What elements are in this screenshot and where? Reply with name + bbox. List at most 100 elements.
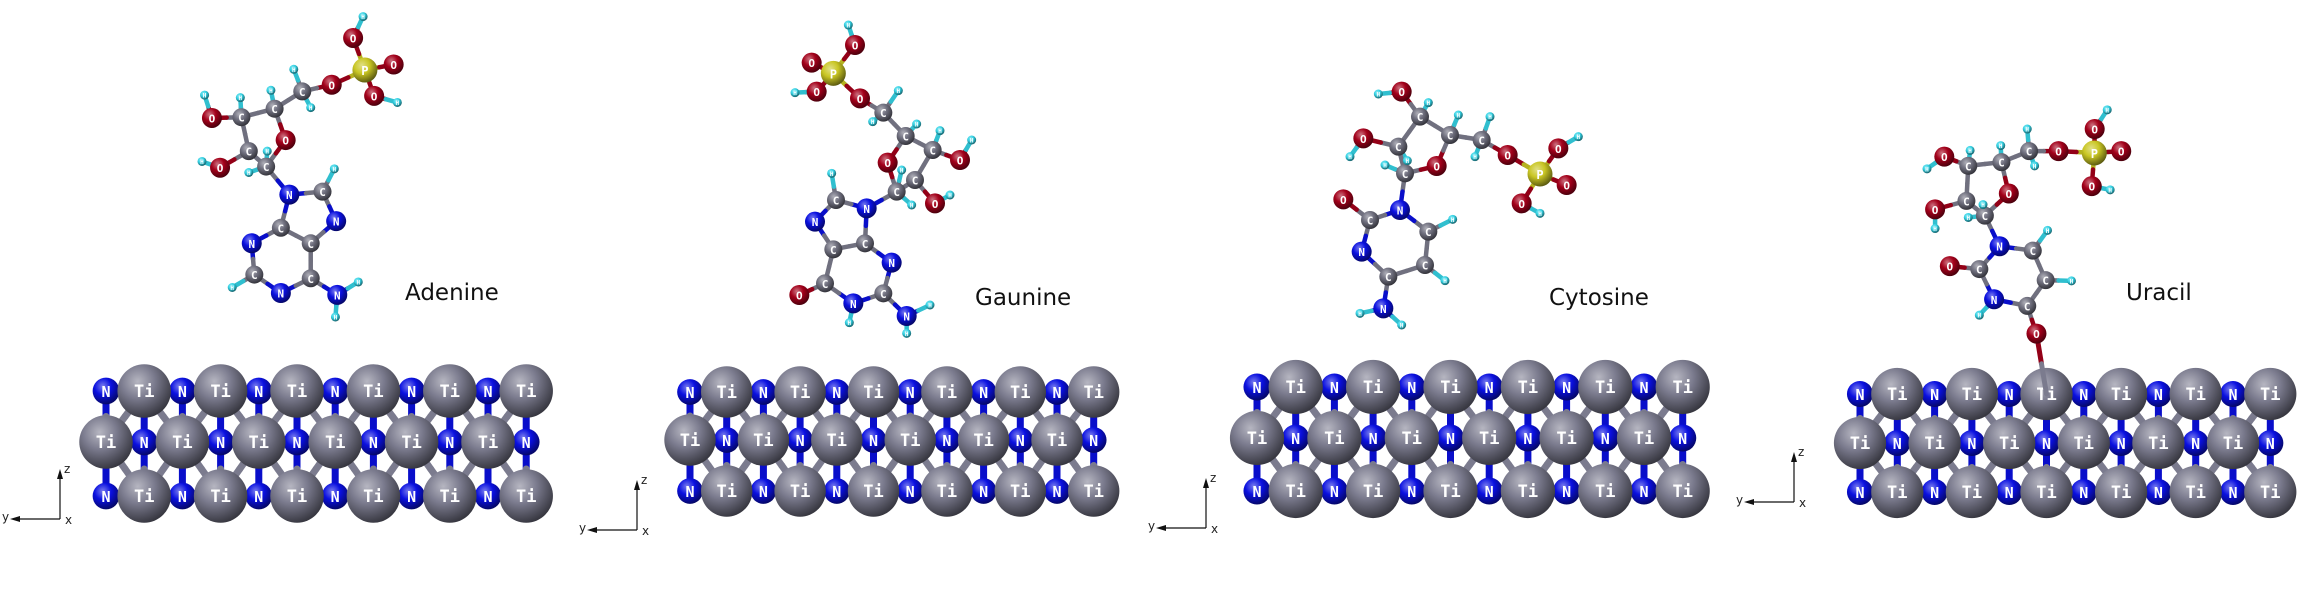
atom-sphere [1655,359,1710,415]
atom-sphere [847,366,900,418]
atom-sphere [1402,156,1412,166]
atom-ti: Ti [1833,416,1887,470]
atom-ti: Ti [774,465,826,517]
atom-sphere [1453,110,1463,120]
atom-ti: Ti [1655,463,1710,519]
atom-ti: Ti [1229,410,1285,466]
atom-sphere [1419,222,1438,241]
atom-ti: Ti [737,414,790,466]
atom-sphere [474,377,502,405]
atom-symbol: H [1473,154,1477,161]
atom-symbol: N [2154,386,2163,404]
molecule-name-label: Uracil [2126,280,2192,306]
atom-sphere [245,482,273,510]
atom-symbol: Ti [1887,483,1907,503]
atom-symbol: C [1976,264,1983,277]
atom-sphere [1511,193,1532,214]
atom-sphere [2102,105,2112,115]
atom-symbol: N [248,238,255,251]
atom-c: C [2023,241,2042,260]
atom-symbol: Ti [2111,483,2131,503]
atom-sphere [1462,410,1517,466]
atom-o: O [1353,128,1374,149]
atom-ti: Ti [2169,465,2222,519]
atom-ti: Ti [346,364,401,418]
atom-h: H [2066,276,2076,286]
atom-h: H [2030,161,2040,171]
atom-symbol: Ti [1672,482,1692,502]
atom-n: N [1436,424,1465,452]
atom-symbol: H [2033,163,2037,170]
atom-ti: Ti [1945,465,1999,519]
atom-h: H [935,126,945,136]
atom-sphere [2132,416,2185,470]
atom-sphere [398,482,425,510]
atom-sphere [2145,380,2172,408]
atom-symbol: O [1555,143,1562,156]
atom-o: O [877,152,898,173]
atom-o: O [343,27,364,48]
atom-c: C [1411,107,1429,126]
atom-symbol: N [832,483,841,501]
atom-c: C [301,234,320,253]
atom-n: N [207,428,234,456]
atom-h: H [893,86,903,96]
atom-sphere [461,415,515,469]
atom-symbol: H [1999,143,2003,150]
atom-sphere [423,364,477,418]
atom-sphere [1963,212,1973,222]
atom-sphere [193,364,248,418]
atom-sphere [1939,256,1960,277]
atom-sphere [327,284,348,305]
atom-sphere [423,469,477,523]
atom-n: N [1884,429,1911,457]
atom-ti: Ti [346,469,401,523]
atom-symbol: N [101,383,110,401]
atom-c: C [816,274,834,293]
atom-symbol: N [1562,379,1571,397]
atom-ti: Ti [774,366,826,418]
atom-o: O [801,52,822,73]
atom-symbol: N [1967,435,1976,453]
atom-sphere [499,364,553,418]
atom-symbol: N [407,488,416,506]
molecule-bonds [1341,89,1581,328]
atom-n: N [860,427,887,453]
atom-n: N [279,184,300,205]
atom-c: C [301,269,320,288]
atom-c: C [1396,164,1414,183]
atom-symbol: N [522,434,531,452]
atom-n: N [92,482,120,510]
atom-symbol: C [1963,195,1970,208]
z-axis-label: z [1798,445,1804,459]
atom-symbol: H [200,159,204,166]
atom-sphere [713,427,740,453]
atom-n: N [2033,429,2060,457]
atom-sphere [1475,477,1503,505]
atom-sphere [436,428,464,456]
atom-symbol: H [2046,228,2050,235]
atom-n: N [130,428,158,456]
atom-sphere [874,284,893,303]
atom-symbol: Ti [134,382,154,402]
atom-h: H [227,283,237,293]
atom-c: C [1361,211,1379,229]
atom-sphere [262,146,272,156]
atom-c: C [906,171,924,189]
atom-sphere [1616,410,1672,466]
atom-symbol: O [852,40,859,53]
atom-symbol: N [1291,430,1300,448]
atom-symbol: Ti [1595,378,1615,398]
atom-c: C [1441,126,1459,144]
atom-ti: Ti [701,465,753,517]
atom-sphere [2043,225,2053,235]
atom-n: N [1553,477,1581,505]
atom-n: N [897,379,924,405]
atom-sphere [1448,214,1458,224]
atom-h: H [1963,212,1973,222]
atom-ti: Ti [1068,366,1120,418]
atom-h: H [902,328,912,338]
atom-symbol: C [1395,141,1402,154]
